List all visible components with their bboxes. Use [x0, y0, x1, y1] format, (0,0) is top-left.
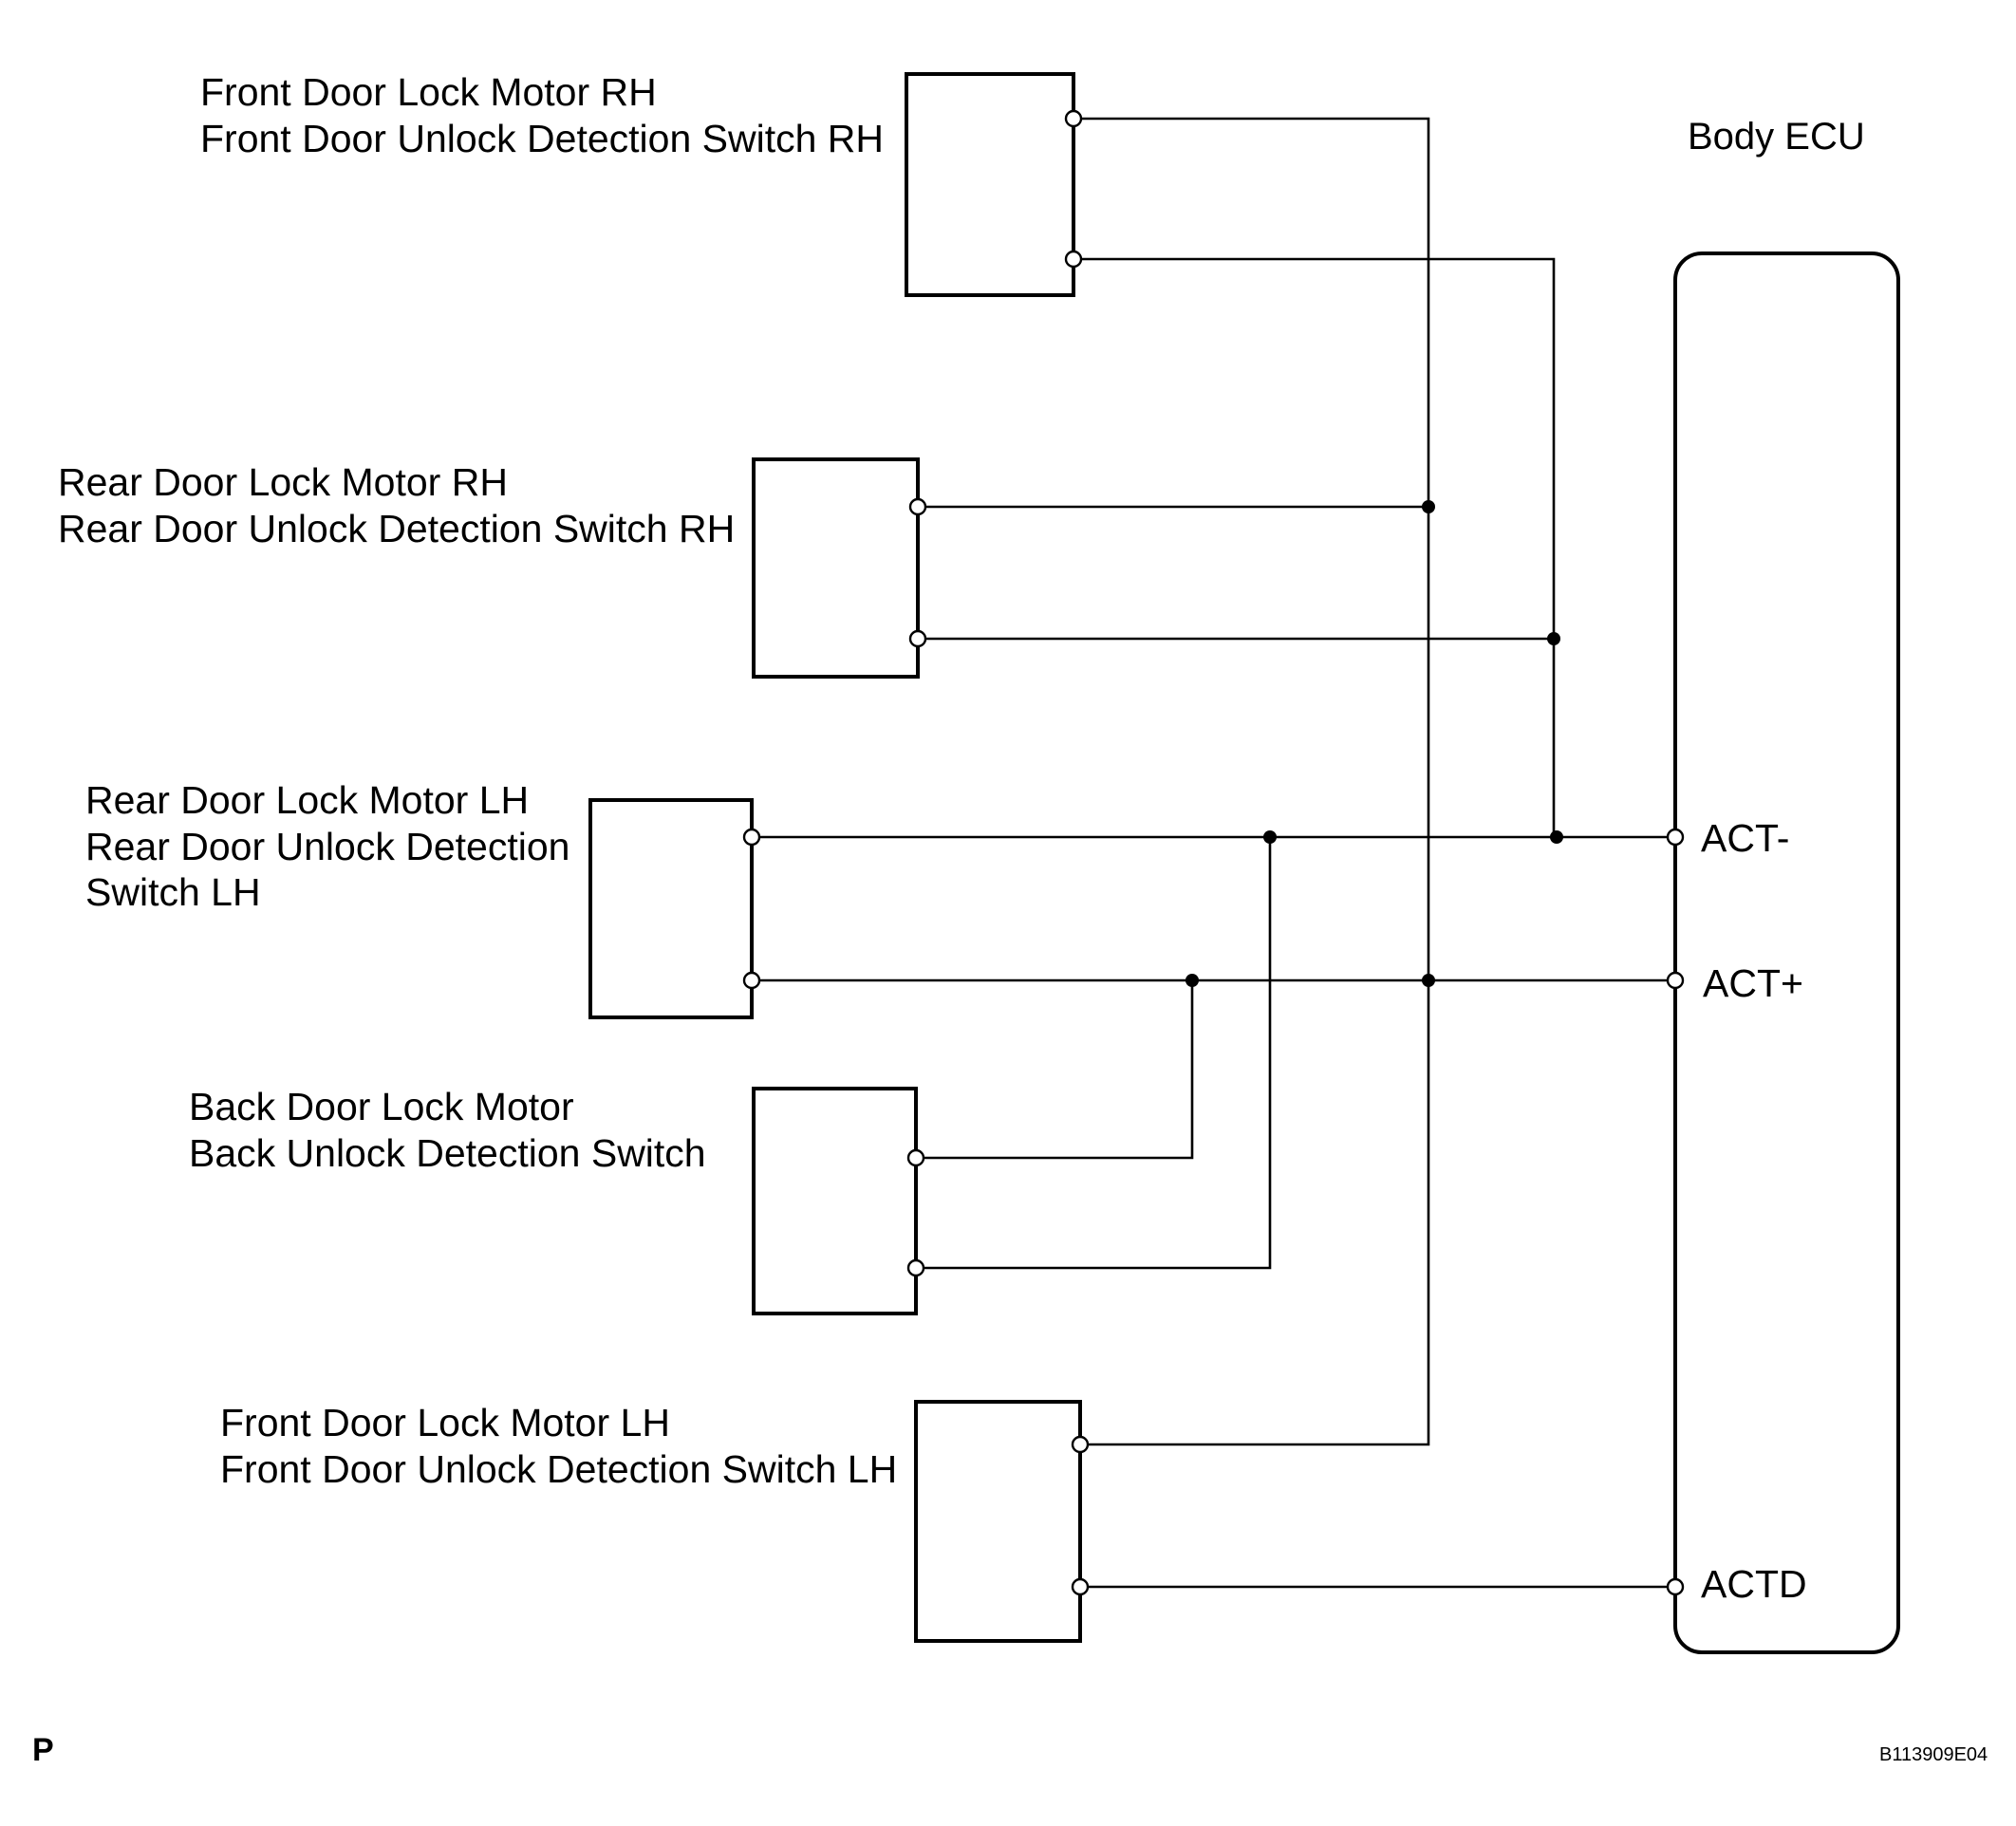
wires	[752, 117, 1673, 1589]
wire-front-rh-bottom	[1073, 257, 1556, 837]
component-box	[905, 72, 1075, 297]
terminal	[1666, 1577, 1685, 1596]
body-ecu: Body ECU ACT- ACT+ ACTD	[1666, 116, 1900, 1654]
ecu-box	[1673, 252, 1900, 1654]
label-line: Back Unlock Detection Switch	[189, 1131, 706, 1175]
label-line: Back Door Lock Motor	[189, 1085, 574, 1128]
junction-dot	[1422, 500, 1435, 513]
label-line: Rear Door Unlock Detection	[85, 825, 569, 868]
junction-dot	[1422, 974, 1435, 987]
terminal	[908, 629, 927, 648]
terminal	[906, 1148, 925, 1167]
wire-front-rh-top	[1073, 117, 1430, 1446]
label-line: Rear Door Unlock Detection Switch RH	[58, 507, 735, 550]
label-line: Switch LH	[85, 870, 261, 914]
terminal	[906, 1258, 925, 1277]
junction-dot	[1550, 830, 1563, 844]
terminal	[1064, 250, 1083, 269]
component-rear-rh	[752, 457, 927, 679]
component-box	[752, 1087, 918, 1315]
label-front-lh: Front Door Lock Motor LH Front Door Unlo…	[220, 1401, 897, 1491]
pin-label-act-plus: ACT+	[1703, 961, 1803, 1005]
label-line: Front Door Lock Motor LH	[220, 1401, 670, 1444]
terminal	[742, 828, 761, 847]
label-line: Rear Door Lock Motor RH	[58, 460, 508, 504]
component-back	[752, 1087, 925, 1315]
terminal	[1666, 971, 1685, 990]
component-front-lh	[914, 1400, 1090, 1643]
ecu-title: Body ECU	[1688, 116, 1865, 158]
terminal	[1071, 1435, 1090, 1454]
terminal	[742, 971, 761, 990]
junctions	[1185, 500, 1563, 987]
component-rear-lh	[588, 798, 761, 1019]
terminal	[1071, 1577, 1090, 1596]
junction-dot	[1185, 974, 1199, 987]
label-line: Front Door Lock Motor RH	[200, 70, 657, 114]
pin-label-act-minus: ACT-	[1701, 816, 1789, 860]
component-box	[752, 457, 920, 679]
junction-dot	[1263, 830, 1277, 844]
terminal	[1064, 109, 1083, 128]
label-rear-rh: Rear Door Lock Motor RH Rear Door Unlock…	[58, 460, 735, 550]
terminal	[908, 497, 927, 516]
wire-back-bottom	[916, 837, 1272, 1270]
wire-back-top	[916, 980, 1194, 1160]
junction-dot	[1547, 632, 1560, 645]
figure-id: B113909E04	[1879, 1744, 1988, 1765]
pin-label-actd: ACTD	[1701, 1562, 1807, 1606]
label-back: Back Door Lock Motor Back Unlock Detecti…	[189, 1085, 706, 1175]
label-rear-lh: Rear Door Lock Motor LH Rear Door Unlock…	[85, 778, 569, 914]
label-line: Front Door Unlock Detection Switch LH	[220, 1447, 897, 1491]
component-box	[588, 798, 754, 1019]
label-front-rh: Front Door Lock Motor RH Front Door Unlo…	[200, 70, 884, 160]
label-line: Front Door Unlock Detection Switch RH	[200, 117, 884, 160]
terminal	[1666, 828, 1685, 847]
component-front-rh	[905, 72, 1083, 297]
page-marker: P	[32, 1732, 54, 1768]
component-box	[914, 1400, 1082, 1643]
label-line: Rear Door Lock Motor LH	[85, 778, 529, 822]
